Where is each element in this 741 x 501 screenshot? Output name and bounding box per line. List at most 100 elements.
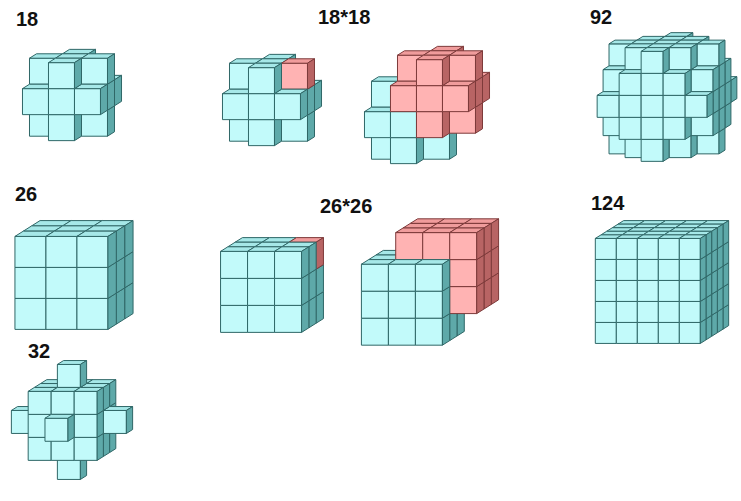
- voxel-face: [619, 73, 641, 95]
- voxel-face: [616, 301, 637, 322]
- voxel-face: [637, 259, 658, 280]
- voxel-face: [28, 391, 51, 414]
- voxel-face: [108, 231, 116, 267]
- voxel-face: [315, 80, 322, 110]
- voxel-face: [361, 291, 388, 318]
- voxel-face: [46, 267, 77, 298]
- voxel-face: [115, 75, 122, 105]
- voxel-face: [309, 269, 316, 301]
- voxel-face: [663, 48, 669, 74]
- voxel-face: [415, 291, 442, 318]
- voxel-face: [641, 117, 663, 139]
- voxel-face: [491, 246, 498, 278]
- voxel-face: [442, 55, 449, 85]
- voxel-face: [719, 128, 725, 154]
- voxel-face: [248, 94, 274, 120]
- voxel-face: [468, 81, 475, 111]
- voxel-face: [717, 245, 723, 270]
- voxel-face: [364, 112, 390, 138]
- voxel-face: [107, 54, 114, 84]
- voxel-face: [281, 63, 307, 89]
- voxel-face: [309, 296, 316, 328]
- voxel-face: [48, 115, 74, 141]
- voxel-face: [442, 287, 449, 319]
- voxel-face: [663, 95, 685, 117]
- voxel-face: [307, 85, 314, 115]
- voxel-face: [669, 48, 691, 70]
- voxel-face: [388, 264, 415, 291]
- voxel-face: [415, 318, 442, 345]
- voxel-face: [396, 233, 423, 260]
- voxel-face: [415, 264, 442, 291]
- voxel-face: [107, 106, 114, 136]
- voxel-face: [275, 305, 302, 332]
- voxel-face: [619, 117, 641, 139]
- voxel-face: [691, 44, 697, 70]
- voxel-face: [442, 86, 468, 112]
- voxel-face: [125, 283, 133, 319]
- voxel-face: [74, 414, 97, 437]
- count-label: 92: [590, 7, 612, 27]
- voxel-face: [15, 298, 46, 329]
- voxel-face: [80, 361, 86, 388]
- voxel-face: [221, 278, 248, 305]
- voxel-face: [595, 238, 616, 259]
- voxel-face: [663, 73, 685, 95]
- voxel-face: [658, 322, 679, 343]
- voxel-face: [361, 264, 388, 291]
- voxel-face: [77, 236, 108, 267]
- voxel-face: [248, 305, 275, 332]
- voxel-face: [679, 259, 700, 280]
- voxel-shape: [11, 361, 132, 480]
- voxel-face: [222, 94, 248, 120]
- voxel-shape: [361, 219, 498, 345]
- voxel-face: [77, 298, 108, 329]
- voxel-face: [700, 256, 706, 281]
- voxel-face: [679, 322, 700, 343]
- count-label: 18: [16, 9, 38, 29]
- voxel-face: [719, 84, 725, 110]
- voxel-face: [723, 221, 729, 246]
- voxel-face: [477, 228, 484, 260]
- voxel-face: [641, 139, 663, 161]
- voxel-shape: [15, 221, 133, 330]
- voxel-face: [717, 224, 723, 249]
- voxel-face: [597, 95, 619, 117]
- voxel-face: [416, 112, 442, 138]
- voxel-face: [475, 103, 482, 133]
- voxel-face: [46, 298, 77, 329]
- voxel-face: [221, 305, 248, 332]
- voxel-shape: [595, 221, 728, 344]
- voxel-face: [723, 263, 729, 288]
- voxel-face: [700, 298, 706, 323]
- voxel-face: [637, 322, 658, 343]
- voxel-face: [723, 305, 729, 330]
- voxel-face: [616, 259, 637, 280]
- voxel-face: [103, 384, 109, 411]
- voxel-face: [725, 102, 731, 128]
- voxel-face: [706, 315, 712, 340]
- voxel-face: [700, 235, 706, 260]
- voxel-face: [658, 301, 679, 322]
- voxel-face: [390, 112, 416, 138]
- voxel-face: [125, 252, 133, 288]
- voxel-face: [316, 238, 323, 270]
- voxel-face: [48, 63, 74, 89]
- voxel-face: [108, 293, 116, 329]
- voxel-face: [416, 86, 442, 112]
- voxel-face: [450, 260, 477, 287]
- voxel-face: [484, 250, 491, 282]
- voxel-face: [477, 282, 484, 314]
- voxel-face: [475, 51, 482, 81]
- voxel-face: [74, 58, 81, 88]
- voxel-face: [712, 291, 718, 316]
- voxel-face: [697, 44, 719, 66]
- voxel-face: [641, 95, 663, 117]
- voxel-face: [685, 95, 707, 117]
- voxel-face: [388, 291, 415, 318]
- voxel-face: [275, 278, 302, 305]
- voxel-face: [713, 88, 719, 114]
- voxel-face: [700, 277, 706, 302]
- voxel-face: [77, 267, 108, 298]
- voxel-face: [248, 251, 275, 278]
